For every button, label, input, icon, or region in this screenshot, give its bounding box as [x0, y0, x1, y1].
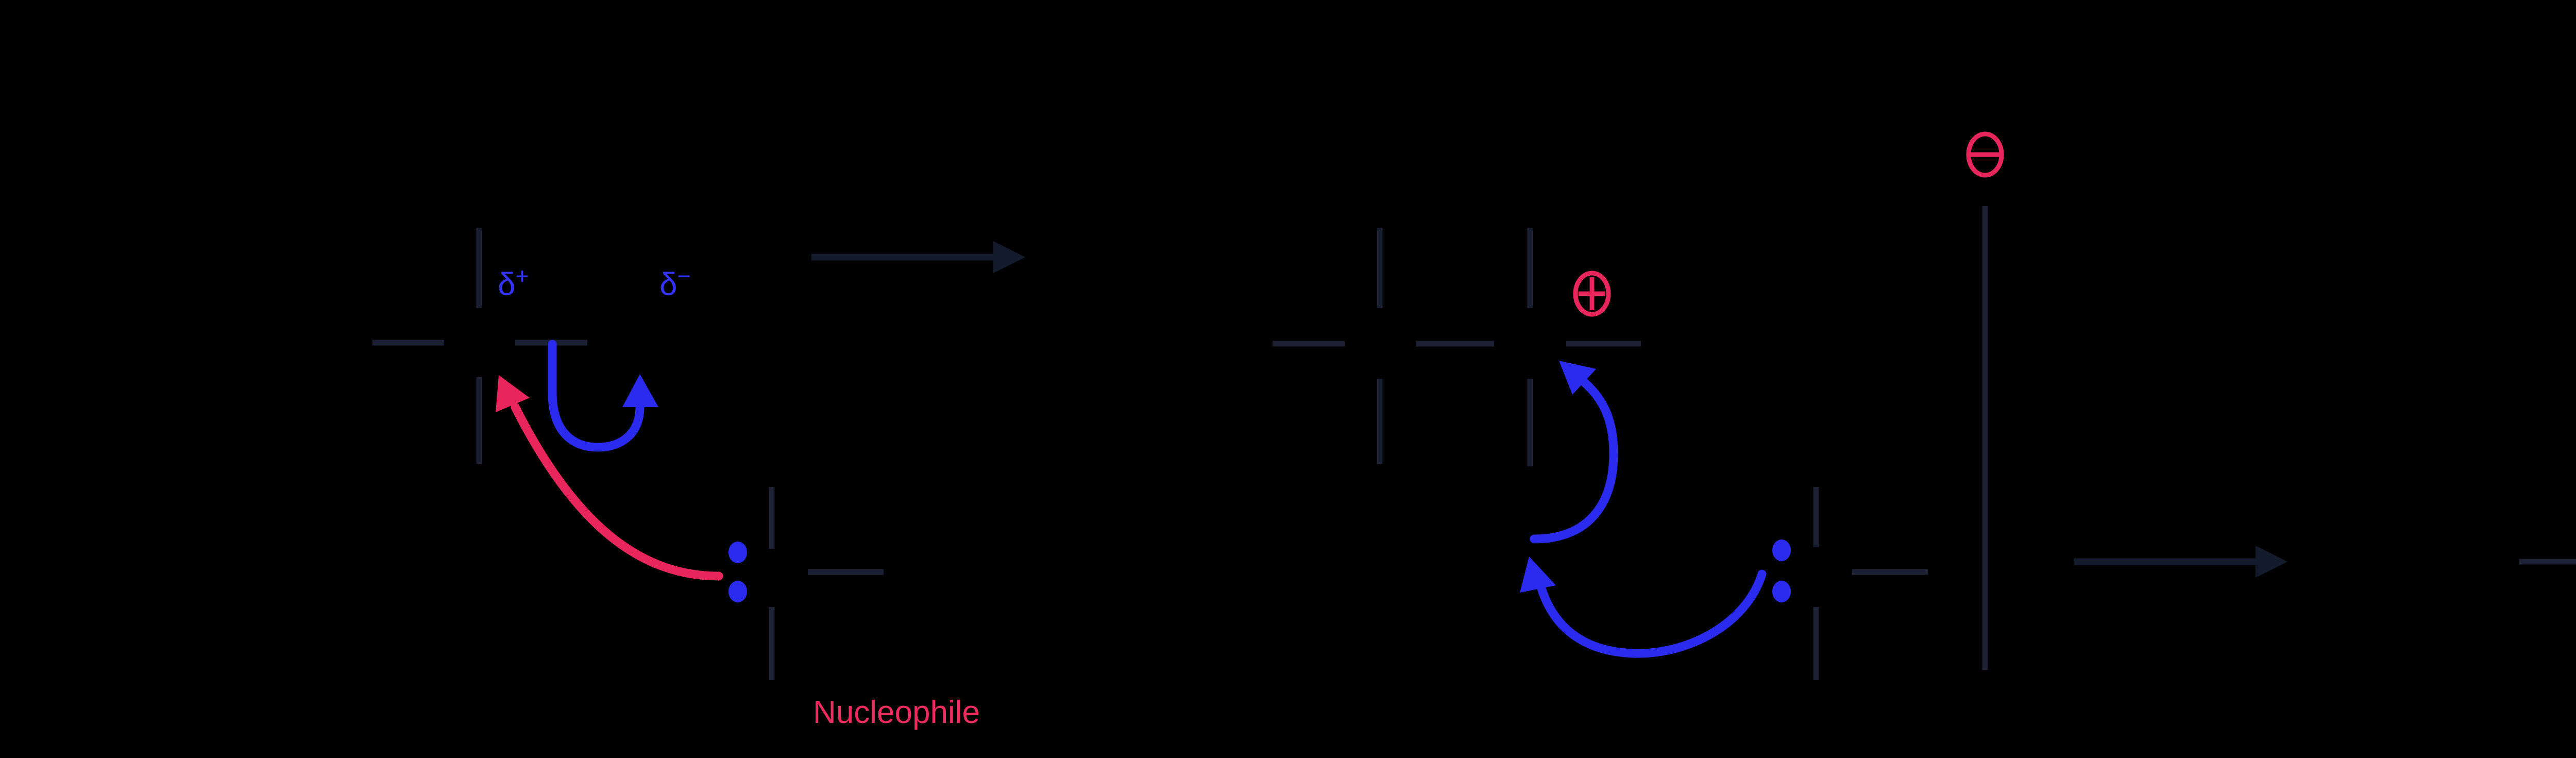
nucleophile-lone-pair-2-1	[1772, 540, 1791, 561]
delta-plus-label: δ+	[498, 264, 529, 302]
nucleophile-lone-pair-2-2	[1772, 581, 1791, 602]
lone-pair-back-donation-arrow-head	[1559, 361, 1596, 395]
pi-bond-to-oxygen-arrow-path	[548, 340, 645, 452]
step-2-arrow-head	[2256, 546, 2287, 578]
nucleophile-attack-arrow-path	[511, 402, 723, 581]
nucleophile-lone-pair-2	[728, 581, 747, 602]
nucleophile-lone-pair-1	[728, 542, 747, 563]
anion-minus-circle	[1966, 131, 2004, 178]
step-2-arrow	[2074, 546, 2287, 578]
nucleophile-attack-arrow-head	[496, 375, 530, 412]
lone-pair-back-donation-arrow	[1530, 361, 1618, 544]
pi-bond-to-oxygen-arrow-head	[622, 374, 658, 407]
nucleophile-attack-arrow	[496, 375, 723, 581]
step-1-arrow-head	[993, 241, 1025, 273]
delta-minus-label: δ−	[659, 264, 691, 302]
step-1-arrow	[811, 241, 1025, 273]
structure-nucleophile	[769, 487, 884, 680]
nucleophile-label: Nucleophile	[813, 695, 980, 730]
structure-carbocation-intermediate	[1273, 228, 1641, 466]
carbocation-plus-charge	[1573, 271, 1611, 317]
second-nucleophile-attack-arrow-path	[1537, 569, 1767, 658]
anion-minus-charge	[1966, 131, 2004, 178]
structure-product	[2519, 559, 2576, 565]
second-nucleophile-attack-arrow-head	[1520, 557, 1556, 593]
carbocation-plus-circle	[1573, 271, 1611, 317]
lone-pair-back-donation-arrow-path	[1530, 375, 1618, 544]
second-nucleophile-attack-arrow	[1520, 557, 1767, 658]
structure-nucleophile-2	[1813, 487, 1928, 680]
pi-bond-to-oxygen-arrow	[548, 340, 658, 452]
